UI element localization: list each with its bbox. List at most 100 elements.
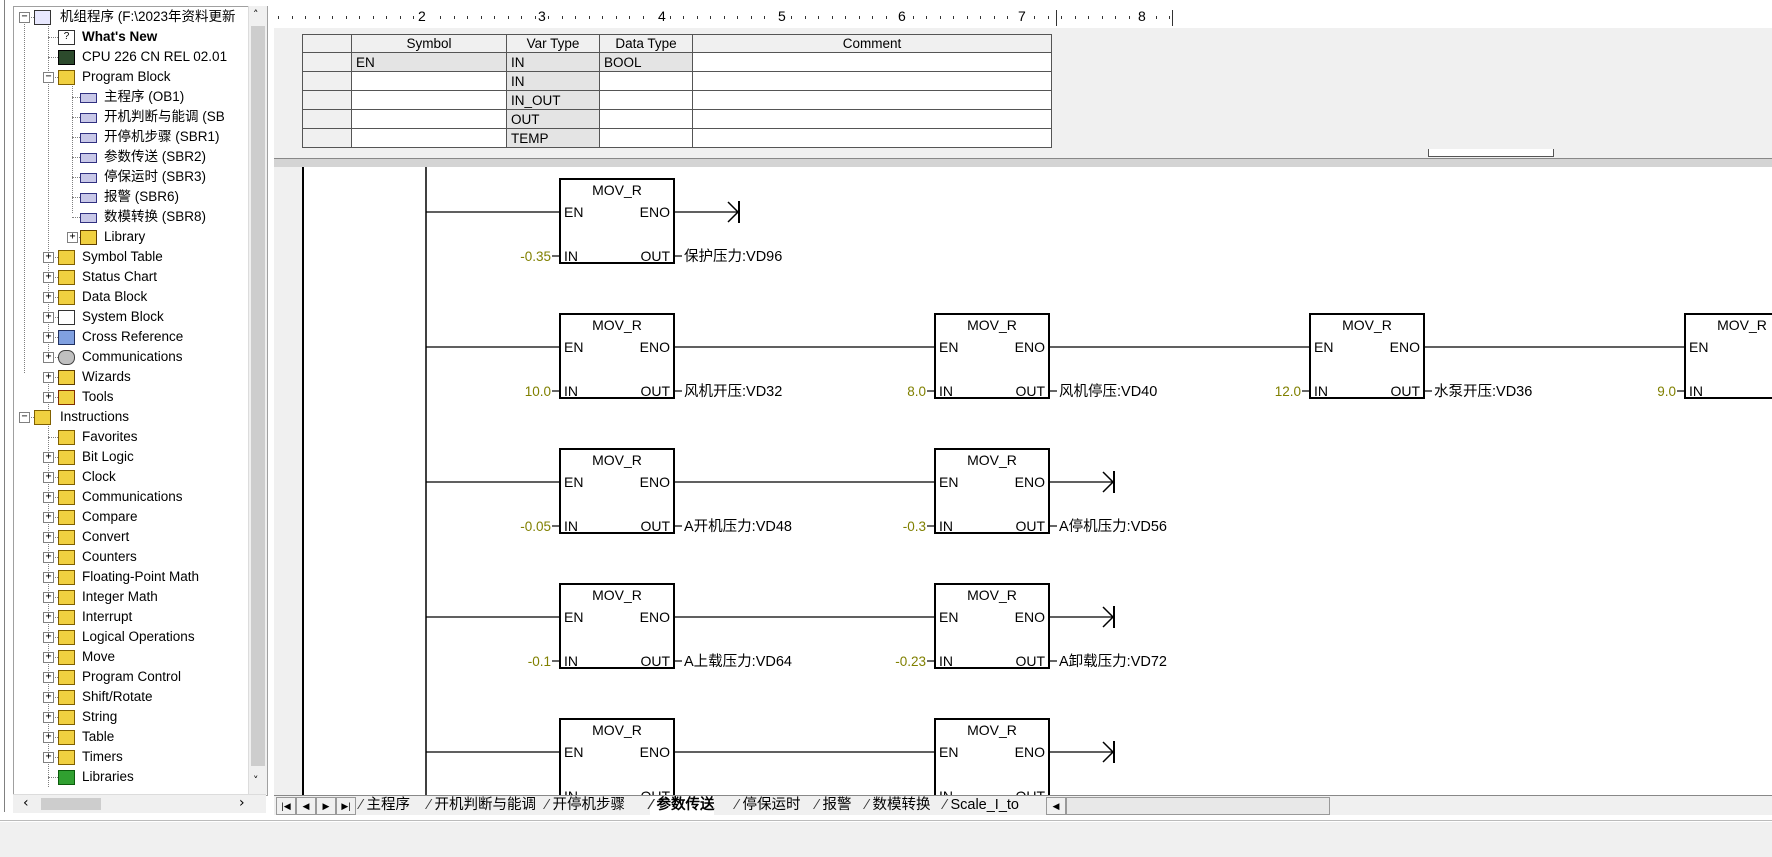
column-header-symbol[interactable]: Symbol xyxy=(351,34,507,53)
column-header-data-type[interactable]: Data Type xyxy=(599,34,693,53)
var-type-cell[interactable]: IN_OUT xyxy=(506,90,600,110)
tab-7[interactable]: ⁄ Scale_I_to xyxy=(944,796,1019,815)
tab-5[interactable]: ⁄ 报警 xyxy=(816,796,851,815)
expand-icon[interactable]: + xyxy=(43,712,54,723)
tree-item[interactable]: +System Block xyxy=(14,307,254,327)
mov-r-block[interactable] xyxy=(934,583,1050,669)
tree-item[interactable]: +Floating-Point Math xyxy=(14,567,254,587)
output-variable[interactable]: 保护压力:VD96 xyxy=(684,248,782,265)
comment-cell[interactable] xyxy=(692,109,1052,129)
tab-nav-button[interactable]: |◀ xyxy=(276,797,296,815)
output-variable[interactable]: A上载压力:VD64 xyxy=(684,653,792,670)
symbol-cell[interactable] xyxy=(351,128,507,148)
expand-icon[interactable]: + xyxy=(43,632,54,643)
expand-icon[interactable]: + xyxy=(43,552,54,563)
data-type-cell[interactable] xyxy=(599,71,693,91)
mov-r-block[interactable] xyxy=(934,313,1050,399)
tree-item[interactable]: +Interrupt xyxy=(14,607,254,627)
tree-item[interactable]: +Convert xyxy=(14,527,254,547)
tree-item[interactable]: Libraries xyxy=(14,767,254,787)
tree-item[interactable]: 开机判断与能调 (SB xyxy=(14,107,254,127)
output-variable[interactable]: 风机停压:VD40 xyxy=(1059,383,1157,400)
comment-cell[interactable] xyxy=(692,128,1052,148)
row-header[interactable] xyxy=(302,90,352,110)
tree-item[interactable]: Favorites xyxy=(14,427,254,447)
tree-item[interactable]: +String xyxy=(14,707,254,727)
row-header[interactable] xyxy=(302,52,352,72)
expand-icon[interactable]: + xyxy=(43,312,54,323)
tree-item[interactable]: +Integer Math xyxy=(14,587,254,607)
mov-r-block[interactable] xyxy=(1309,313,1425,399)
expand-icon[interactable]: + xyxy=(43,392,54,403)
scroll-thumb[interactable] xyxy=(41,798,101,810)
mov-r-block[interactable] xyxy=(934,448,1050,534)
tree-item[interactable]: +Compare xyxy=(14,507,254,527)
expand-icon[interactable]: + xyxy=(67,232,78,243)
tree-item[interactable]: +Tools xyxy=(14,387,254,407)
expand-icon[interactable]: + xyxy=(43,752,54,763)
symbol-cell[interactable] xyxy=(351,71,507,91)
output-variable[interactable]: A停机压力:VD56 xyxy=(1059,518,1167,535)
expand-icon[interactable]: + xyxy=(43,532,54,543)
scroll-down-arrow-icon[interactable]: ˅ xyxy=(253,774,259,787)
input-value[interactable]: 8.0 xyxy=(907,384,926,399)
input-value[interactable]: 9.0 xyxy=(1657,384,1676,399)
tree-item[interactable]: CPU 226 CN REL 02.01 xyxy=(14,47,254,67)
scroll-left-arrow-icon[interactable]: ‹ xyxy=(23,795,29,811)
var-type-cell[interactable]: IN xyxy=(506,52,600,72)
comment-cell[interactable] xyxy=(692,90,1052,110)
input-value[interactable]: 10.0 xyxy=(525,384,551,399)
expand-icon[interactable]: + xyxy=(43,352,54,363)
tree-item[interactable]: +Communications xyxy=(14,347,254,367)
input-value[interactable]: -0.3 xyxy=(903,519,926,534)
symbol-cell[interactable] xyxy=(351,109,507,129)
tab-horizontal-scrollbar[interactable] xyxy=(1066,797,1330,815)
var-type-cell[interactable]: TEMP xyxy=(506,128,600,148)
mov-r-block[interactable] xyxy=(559,583,675,669)
expand-icon[interactable]: + xyxy=(43,492,54,503)
input-value[interactable]: 12.0 xyxy=(1275,384,1301,399)
tree-item[interactable]: +Shift/Rotate xyxy=(14,687,254,707)
tree-horizontal-scrollbar[interactable]: ‹ › xyxy=(13,794,266,813)
tree-item[interactable]: +Counters xyxy=(14,547,254,567)
tab-4[interactable]: ⁄ 停保运时 xyxy=(736,796,800,815)
tree-item[interactable]: −Program Block xyxy=(14,67,254,87)
data-type-cell[interactable]: BOOL xyxy=(599,52,693,72)
expand-icon[interactable]: + xyxy=(43,252,54,263)
tree-item[interactable]: +Table xyxy=(14,727,254,747)
column-header-var-type[interactable]: Var Type xyxy=(506,34,600,53)
row-header[interactable] xyxy=(302,128,352,148)
tree-item[interactable]: −机组程序 (F:\2023年资料更新 xyxy=(14,7,254,27)
expand-icon[interactable]: + xyxy=(43,472,54,483)
output-variable[interactable]: 风机开压:VD32 xyxy=(684,383,782,400)
output-variable[interactable]: 水泵开压:VD36 xyxy=(1434,383,1532,400)
mov-r-block[interactable] xyxy=(559,448,675,534)
expand-icon[interactable]: + xyxy=(43,292,54,303)
row-header[interactable] xyxy=(302,109,352,129)
tab-1[interactable]: ⁄ 开机判断与能调 xyxy=(428,796,536,815)
tree-item[interactable]: +Logical Operations xyxy=(14,627,254,647)
comment-cell[interactable] xyxy=(692,52,1052,72)
input-value[interactable]: -0.1 xyxy=(528,654,551,669)
data-type-cell[interactable] xyxy=(599,90,693,110)
tree-item[interactable]: 报警 (SBR6) xyxy=(14,187,254,207)
tree-item[interactable]: 数模转换 (SBR8) xyxy=(14,207,254,227)
tree-item[interactable]: +Library xyxy=(14,227,254,247)
tree-item[interactable]: +Cross Reference xyxy=(14,327,254,347)
table-row[interactable]: OUT xyxy=(302,109,1052,129)
collapse-icon[interactable]: − xyxy=(43,72,54,83)
input-value[interactable]: -0.05 xyxy=(520,519,551,534)
mov-r-block[interactable] xyxy=(934,718,1050,795)
tab-2[interactable]: ⁄ 开停机步骤 xyxy=(546,796,625,815)
tree-item[interactable]: +Status Chart xyxy=(14,267,254,287)
row-header[interactable] xyxy=(302,71,352,91)
tree-item[interactable]: ?What's New xyxy=(14,27,254,47)
tree-item[interactable]: +Wizards xyxy=(14,367,254,387)
tree-item[interactable]: +Program Control xyxy=(14,667,254,687)
tab-6[interactable]: ⁄ 数模转换 xyxy=(866,796,930,815)
tree-item[interactable]: +Clock xyxy=(14,467,254,487)
tree-item[interactable]: 主程序 (OB1) xyxy=(14,87,254,107)
